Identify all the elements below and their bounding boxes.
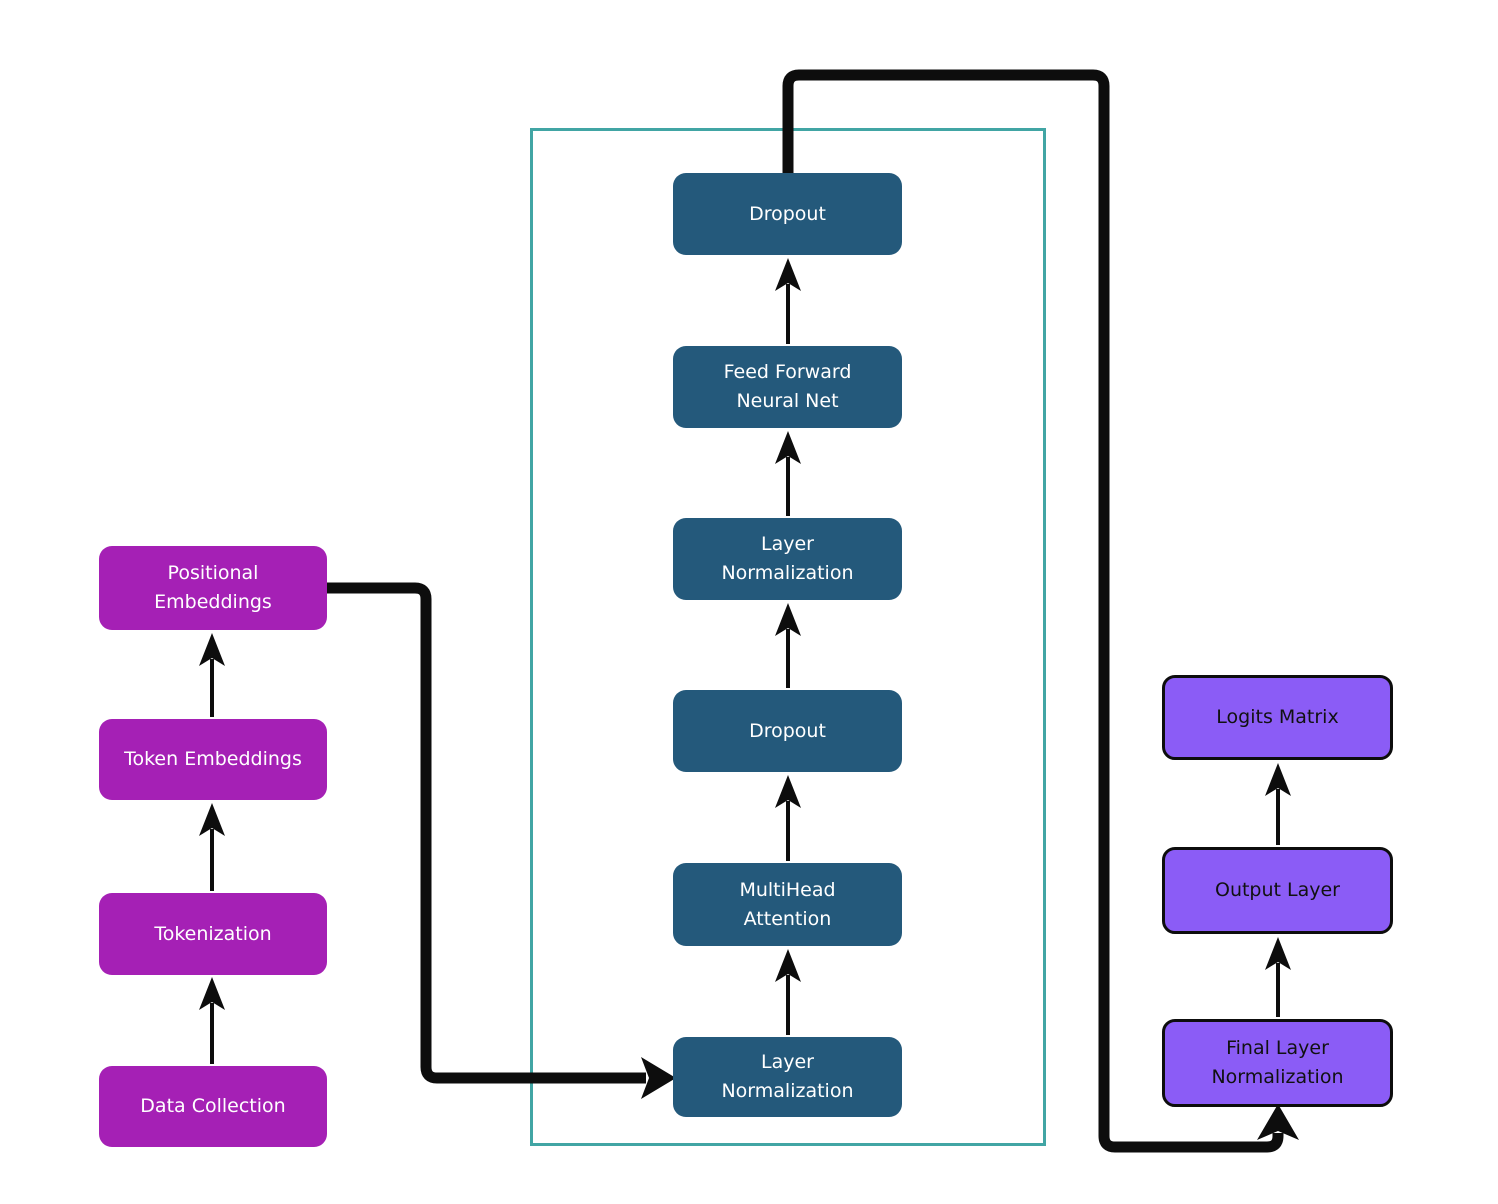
node-layer-normalization-1: Layer Normalization — [673, 1037, 902, 1117]
arrowhead-feed-forward — [775, 431, 801, 464]
node-label: Final Layer Normalization — [1211, 1037, 1344, 1088]
node-logits-matrix: Logits Matrix — [1162, 675, 1393, 760]
arrowhead-multihead-attention — [775, 949, 801, 982]
node-label: Layer Normalization — [721, 533, 854, 584]
node-label: Token Embeddings — [124, 748, 302, 770]
node-output-layer: Output Layer — [1162, 847, 1393, 934]
node-label: Tokenization — [154, 922, 272, 945]
node-dropout-2: Dropout — [673, 173, 902, 255]
node-label: Data Collection — [140, 1095, 286, 1117]
node-label: Dropout — [749, 719, 826, 742]
node-positional-embeddings: Positional Embeddings — [99, 546, 327, 630]
node-final-layer-normalization: Final Layer Normalization — [1162, 1019, 1393, 1107]
node-feed-forward-neural-net: Feed Forward Neural Net — [673, 346, 902, 428]
node-data-collection: Data Collection — [99, 1066, 327, 1147]
connector-positional-embeddings-to-layer-normalization — [327, 582, 646, 1084]
arrowhead-token-embeddings — [199, 803, 225, 836]
arrowhead-positional-embeddings — [199, 633, 225, 666]
arrowhead-into-layer-normalization — [641, 1057, 676, 1099]
node-label: Dropout — [749, 202, 826, 225]
arrowhead-layer-norm-upper — [775, 603, 801, 636]
node-label: Logits Matrix — [1216, 706, 1339, 728]
arrowhead-dropout-top — [775, 258, 801, 291]
node-multihead-attention: MultiHead Attention — [673, 863, 902, 946]
connector-dropout-to-final-layer-normalization — [782, 69, 1284, 1153]
node-token-embeddings: Token Embeddings — [99, 719, 327, 800]
node-label: Output Layer — [1214, 879, 1340, 901]
node-tokenization: Tokenization — [99, 893, 327, 975]
arrowhead-logits-matrix — [1265, 763, 1291, 796]
node-dropout-1: Dropout — [673, 690, 902, 772]
node-label: Positional Embeddings — [154, 562, 272, 613]
arrowhead-into-final-layer-normalization — [1257, 1104, 1299, 1140]
arrowhead-tokenization — [199, 977, 225, 1010]
node-layer-normalization-2: Layer Normalization — [673, 518, 902, 600]
node-label: MultiHead Attention — [739, 878, 836, 930]
node-label: Layer Normalization — [721, 1051, 854, 1102]
arrowhead-dropout-lower — [775, 775, 801, 808]
arrowhead-output-layer — [1265, 937, 1291, 970]
node-label: Feed Forward Neural Net — [723, 361, 852, 412]
